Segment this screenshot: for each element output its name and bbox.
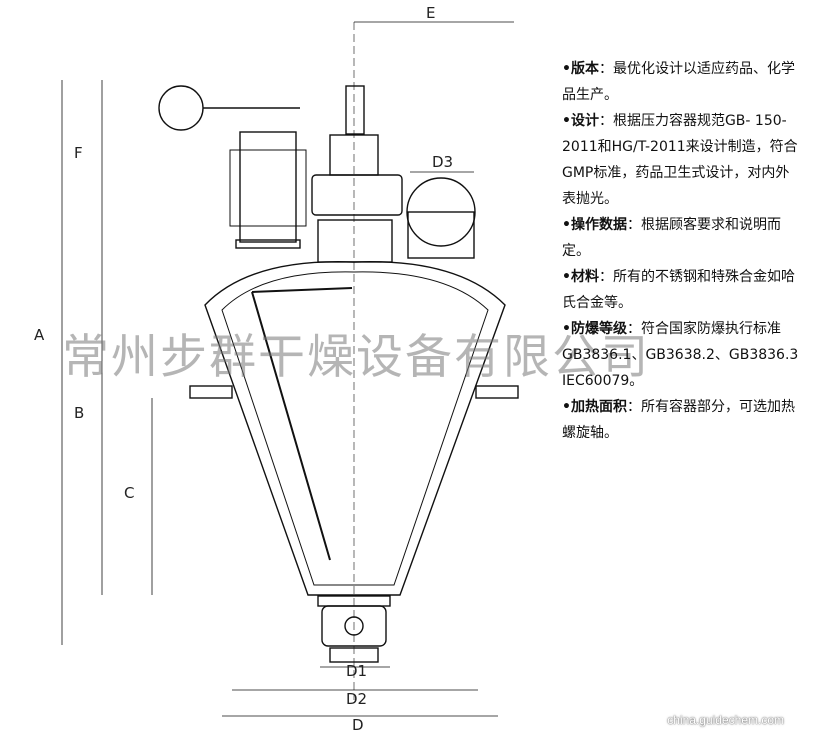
spec-label: •防爆等级 <box>562 321 627 337</box>
spec-label: •操作数据 <box>562 217 627 233</box>
spec-text: ：所有的不锈钢和特殊合金如哈氏合金等。 <box>562 269 795 311</box>
spec-item: •设计：根据压力容器规范GB- 150-2011和HG/T-2011来设计制造，… <box>562 108 802 212</box>
manhole-cover <box>406 177 476 247</box>
spec-text: ：根据顾客要求和说明而定。 <box>562 217 781 259</box>
right-support-lug <box>475 385 519 399</box>
dim-label-D1: D1 <box>346 662 367 680</box>
dim-label-D3: D3 <box>432 153 453 171</box>
spec-text: ：最优化设计以适应药品、化学品生产。 <box>562 61 795 103</box>
dim-label-D: D <box>352 716 364 734</box>
dim-label-B: B <box>74 404 84 422</box>
spec-item: •材料：所有的不锈钢和特殊合金如哈氏合金等。 <box>562 264 802 316</box>
dim-label-F: F <box>74 144 83 162</box>
spec-text: ：符合国家防爆执行标准GB3836.1、GB3638.2、GB3836.3 IE… <box>562 321 799 389</box>
cone-outer-shell <box>204 260 506 596</box>
screw-shaft <box>251 291 331 561</box>
spec-text: ：所有容器部分，可选加热螺旋轴。 <box>562 399 795 441</box>
spec-text: ：根据压力容器规范GB- 150-2011和HG/T-2011来设计制造，符合G… <box>562 113 798 207</box>
left-support-lug <box>189 385 233 399</box>
spec-item: •防爆等级：符合国家防爆执行标准GB3836.1、GB3638.2、GB3836… <box>562 316 802 394</box>
dim-label-A: A <box>34 326 45 344</box>
cone-inner-shell <box>221 271 489 586</box>
condenser-jacket <box>229 149 307 227</box>
condenser-flange <box>235 239 301 249</box>
drive-motor <box>311 174 403 216</box>
manhole-neck <box>407 211 475 259</box>
top-breather-valve <box>345 85 365 135</box>
spec-label: •版本 <box>562 61 599 77</box>
screw-shaft-upper <box>251 287 353 293</box>
dim-label-D2: D2 <box>346 690 367 708</box>
spec-item: •操作数据：根据顾客要求和说明而定。 <box>562 212 802 264</box>
source-credit: china.guidechem.com <box>667 713 784 727</box>
pressure-gauge <box>158 85 204 131</box>
spec-list: •版本：最优化设计以适应药品、化学品生产。 •设计：根据压力容器规范GB- 15… <box>562 56 802 446</box>
spec-item: •版本：最优化设计以适应药品、化学品生产。 <box>562 56 802 108</box>
dim-label-E: E <box>426 4 435 22</box>
spec-label: •设计 <box>562 113 599 129</box>
condenser-column <box>239 131 297 243</box>
gearbox-housing <box>317 219 393 263</box>
dim-label-C: C <box>124 484 134 502</box>
spec-item: •加热面积：所有容器部分，可选加热螺旋轴。 <box>562 394 802 446</box>
company-watermark: 常州步群干燥设备有限公司 <box>62 330 650 385</box>
spec-label: •加热面积 <box>562 399 627 415</box>
spec-label: •材料 <box>562 269 599 285</box>
